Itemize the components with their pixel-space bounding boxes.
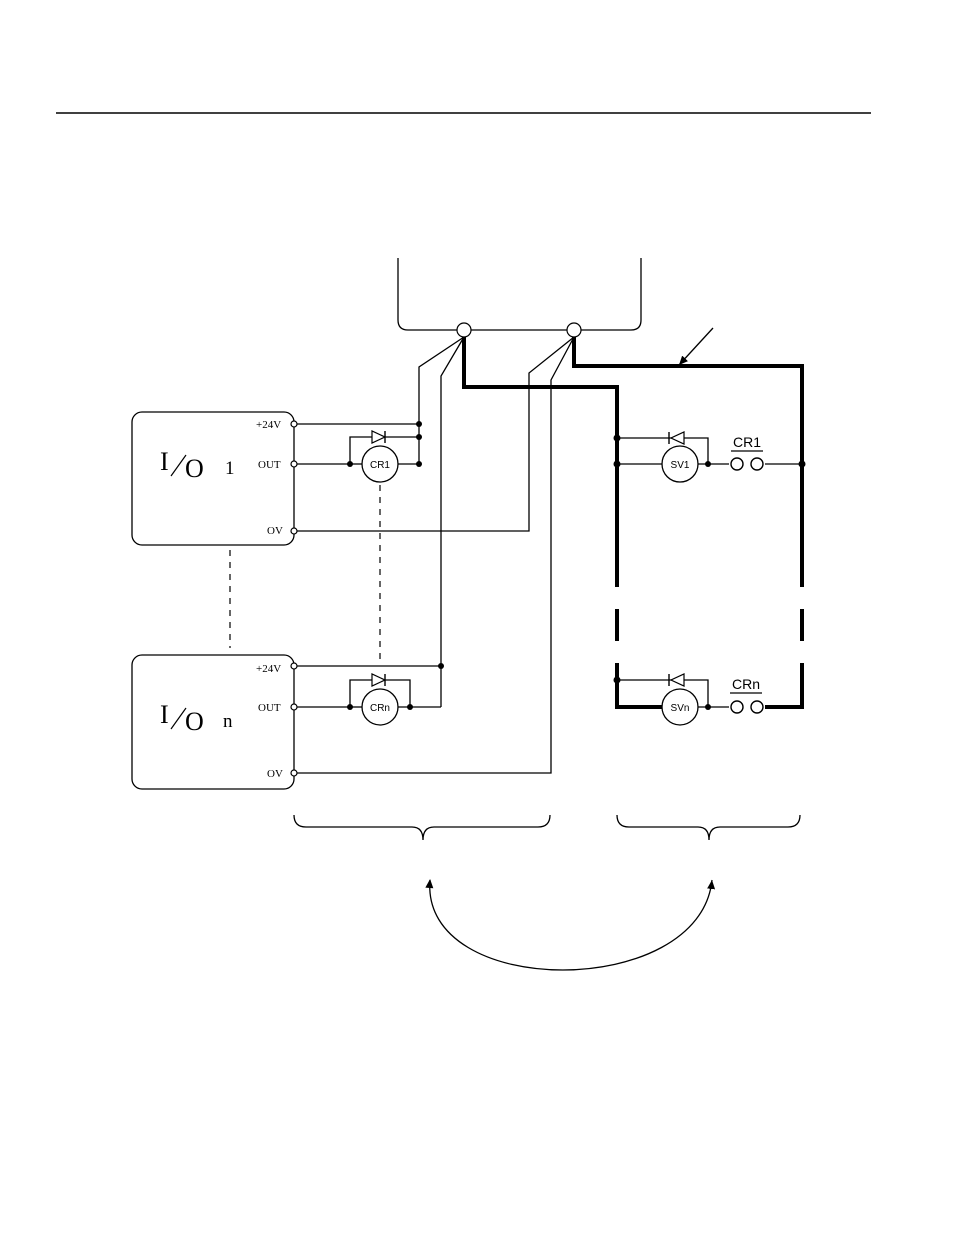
heavy-wire-left — [464, 337, 617, 555]
contact-cr1-label: CR1 — [733, 434, 761, 450]
ion-plus24-terminal — [291, 663, 297, 669]
ion-wiring — [294, 337, 574, 773]
left-brace — [294, 815, 550, 840]
heavy-wire-right-bottom — [765, 678, 802, 707]
right-brace — [617, 815, 800, 840]
solenoid-sv1: SV1 CR1 — [662, 432, 763, 482]
heavy-wire-left-bottom — [617, 678, 662, 707]
io1-plus24-label: +24V — [256, 419, 281, 431]
junction-dot — [799, 461, 806, 468]
io1-zero-terminal — [291, 528, 297, 534]
io1-coil-wire — [294, 437, 419, 464]
ion-zero-label: OV — [267, 768, 283, 780]
power-supply-outline — [398, 258, 641, 330]
solenoid-wiring — [464, 337, 802, 707]
solenoid-sv1-label: SV1 — [671, 460, 690, 471]
double-curved-arrow — [430, 880, 712, 970]
io1-out-label: OUT — [258, 459, 281, 471]
io-module-n-index: n — [223, 711, 233, 732]
diode-crn-icon — [372, 674, 385, 686]
contact-crn-right — [751, 701, 763, 713]
junction-dot — [614, 435, 621, 442]
io-module-n: I O n +24V OUT OV — [132, 655, 294, 789]
ion-out-terminal — [291, 704, 297, 710]
ion-out-label: OUT — [258, 702, 281, 714]
junction-dot — [416, 461, 422, 467]
io-module-1-prefix: I — [160, 447, 169, 476]
io-module-1-index: 1 — [225, 458, 235, 479]
contact-cr1-right — [751, 458, 763, 470]
io1-zero-wire — [294, 337, 574, 531]
relay-crn: CRn — [362, 674, 398, 725]
ion-plus24-label: +24V — [256, 663, 281, 675]
heavy-wire-right — [574, 337, 802, 555]
io-module-n-prefix: I — [160, 700, 169, 729]
junction-dot — [705, 704, 711, 710]
junction-dot — [347, 461, 353, 467]
contact-crn-label: CRn — [732, 676, 760, 692]
contact-cr1-left — [731, 458, 743, 470]
contact-crn-left — [731, 701, 743, 713]
junction-dot — [416, 421, 422, 427]
diode-sv1-icon — [671, 432, 684, 444]
junction-dot — [347, 704, 353, 710]
io1-wiring — [294, 337, 574, 531]
callout-arrow — [679, 328, 713, 365]
io1-plus24-terminal — [291, 421, 297, 427]
io1-zero-label: OV — [267, 525, 283, 537]
solenoid-svn: SVn CRn — [662, 674, 763, 725]
io1-out-terminal — [291, 461, 297, 467]
diode-cr1-icon — [372, 431, 385, 443]
junction-dot — [416, 434, 422, 440]
relay-coil-crn-label: CRn — [370, 703, 390, 714]
diode-svn-icon — [671, 674, 684, 686]
io-module-n-suffix: O — [185, 707, 204, 736]
power-terminal-minus — [567, 323, 581, 337]
ion-plus24-wire — [294, 337, 464, 666]
relay-cr1: CR1 — [362, 431, 398, 482]
io1-plus24-wire — [294, 337, 464, 424]
io-module-n-slash — [171, 708, 186, 729]
junction-dot — [407, 704, 413, 710]
junction-dot — [614, 461, 621, 468]
io-module-1-slash — [171, 455, 186, 476]
solenoid-svn-label: SVn — [671, 703, 690, 714]
io-module-1-suffix: O — [185, 454, 204, 483]
io-module-1: I O 1 +24V OUT OV — [132, 412, 294, 545]
relay-coil-cr1-label: CR1 — [370, 460, 390, 471]
ion-zero-terminal — [291, 770, 297, 776]
junction-dot — [614, 677, 621, 684]
power-terminal-plus — [457, 323, 471, 337]
junction-dot — [705, 461, 711, 467]
junction-dot — [438, 663, 444, 669]
